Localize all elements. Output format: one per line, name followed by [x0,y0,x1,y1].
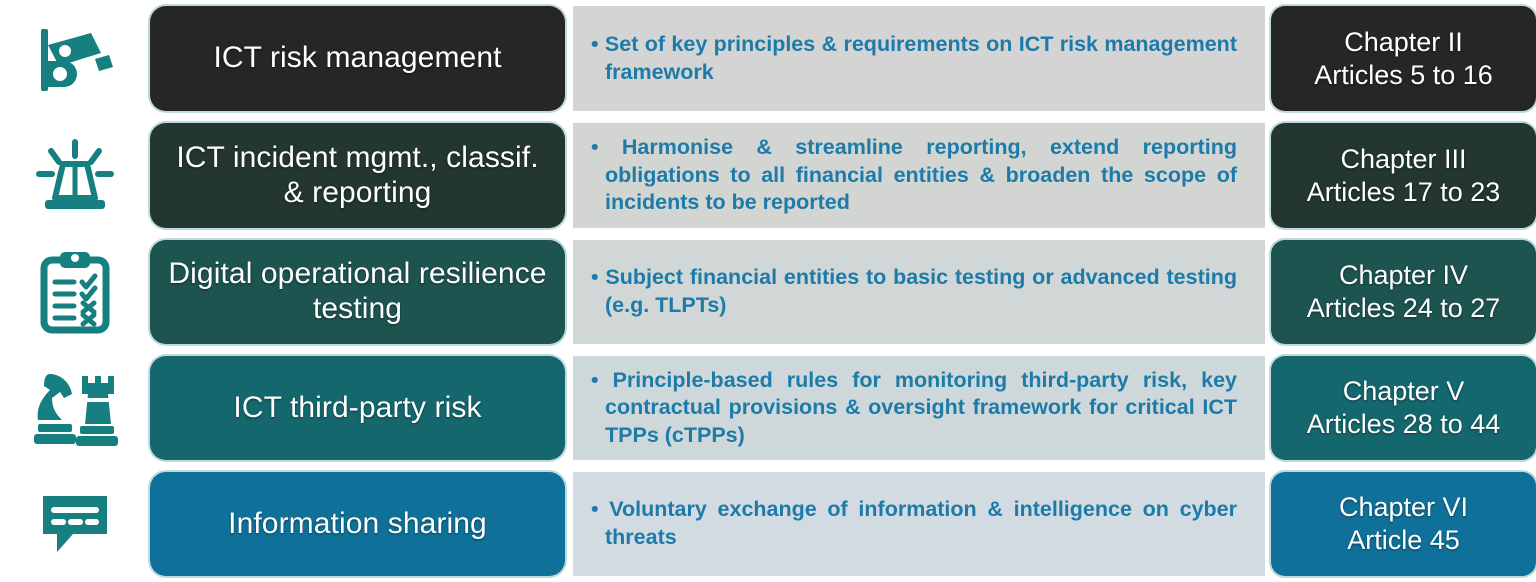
chapter-box[interactable]: Chapter VI Article 45 [1271,472,1536,576]
icon-cell [0,466,150,582]
cctv-camera-icon [33,23,117,95]
chapter-number: Chapter IV [1338,260,1469,291]
description-box: Set of key principles & requirements on … [573,6,1265,111]
icon-cell [0,0,150,117]
chapter-articles: Articles 17 to 23 [1306,176,1501,207]
description-text: Subject financial entities to basic test… [591,264,1237,319]
chapter-articles: Articles 5 to 16 [1314,59,1493,90]
description-box: Subject financial entities to basic test… [573,240,1265,344]
pillar-box-information-sharing[interactable]: Information sharing [150,472,565,576]
pillar-box-digital-operational-resilience-testing[interactable]: Digital operational resilience testing [150,240,565,344]
pillar-label: Digital operational resilience testing [168,257,547,325]
description-box: Principle-based rules for monitoring thi… [573,356,1265,460]
pillar-row: ICT risk management Set of key principle… [0,0,1536,117]
pillar-row: Digital operational resilience testing S… [0,234,1536,350]
description-text: Voluntary exchange of information & inte… [591,496,1237,551]
pillar-row: ICT incident mgmt., classif. & reporting… [0,117,1536,234]
description-text: Harmonise & streamline reporting, extend… [591,134,1237,217]
chapter-number: Chapter VI [1338,492,1469,523]
speech-bubble-icon [35,488,115,560]
chapter-box[interactable]: Chapter III Articles 17 to 23 [1271,123,1536,228]
pillar-label: ICT third-party risk [233,390,482,424]
pillar-box-ict-risk-management[interactable]: ICT risk management [150,6,565,111]
description-box: Voluntary exchange of information & inte… [573,472,1265,576]
chapter-box[interactable]: Chapter V Articles 28 to 44 [1271,356,1536,460]
pillar-label: ICT incident mgmt., classif. & reporting [176,140,539,209]
pillar-label: Information sharing [228,506,487,540]
chapter-box[interactable]: Chapter IV Articles 24 to 27 [1271,240,1536,344]
chapter-articles: Article 45 [1347,525,1460,555]
chapter-articles: Articles 24 to 27 [1306,293,1501,323]
chapter-number: Chapter III [1340,143,1467,174]
icon-cell [0,234,150,350]
description-text: Principle-based rules for monitoring thi… [591,367,1237,450]
alarm-siren-icon [33,138,117,214]
pillar-label: ICT risk management [213,41,502,75]
pillar-box-ict-incident-management[interactable]: ICT incident mgmt., classif. & reporting [150,123,565,228]
icon-cell [0,350,150,466]
chess-pieces-icon [32,368,118,448]
icon-cell [0,117,150,234]
chapter-number: Chapter II [1344,26,1463,57]
description-box: Harmonise & streamline reporting, extend… [573,123,1265,228]
chapter-articles: Articles 28 to 44 [1306,409,1501,439]
pillar-row: Information sharing Voluntary exchange o… [0,466,1536,582]
pillar-row: ICT third-party risk Principle-based rul… [0,350,1536,466]
chapter-box[interactable]: Chapter II Articles 5 to 16 [1271,6,1536,111]
pillar-box-ict-third-party-risk[interactable]: ICT third-party risk [150,356,565,460]
clipboard-checklist-icon [38,250,112,334]
chapter-number: Chapter V [1342,376,1465,407]
description-text: Set of key principles & requirements on … [591,31,1237,86]
